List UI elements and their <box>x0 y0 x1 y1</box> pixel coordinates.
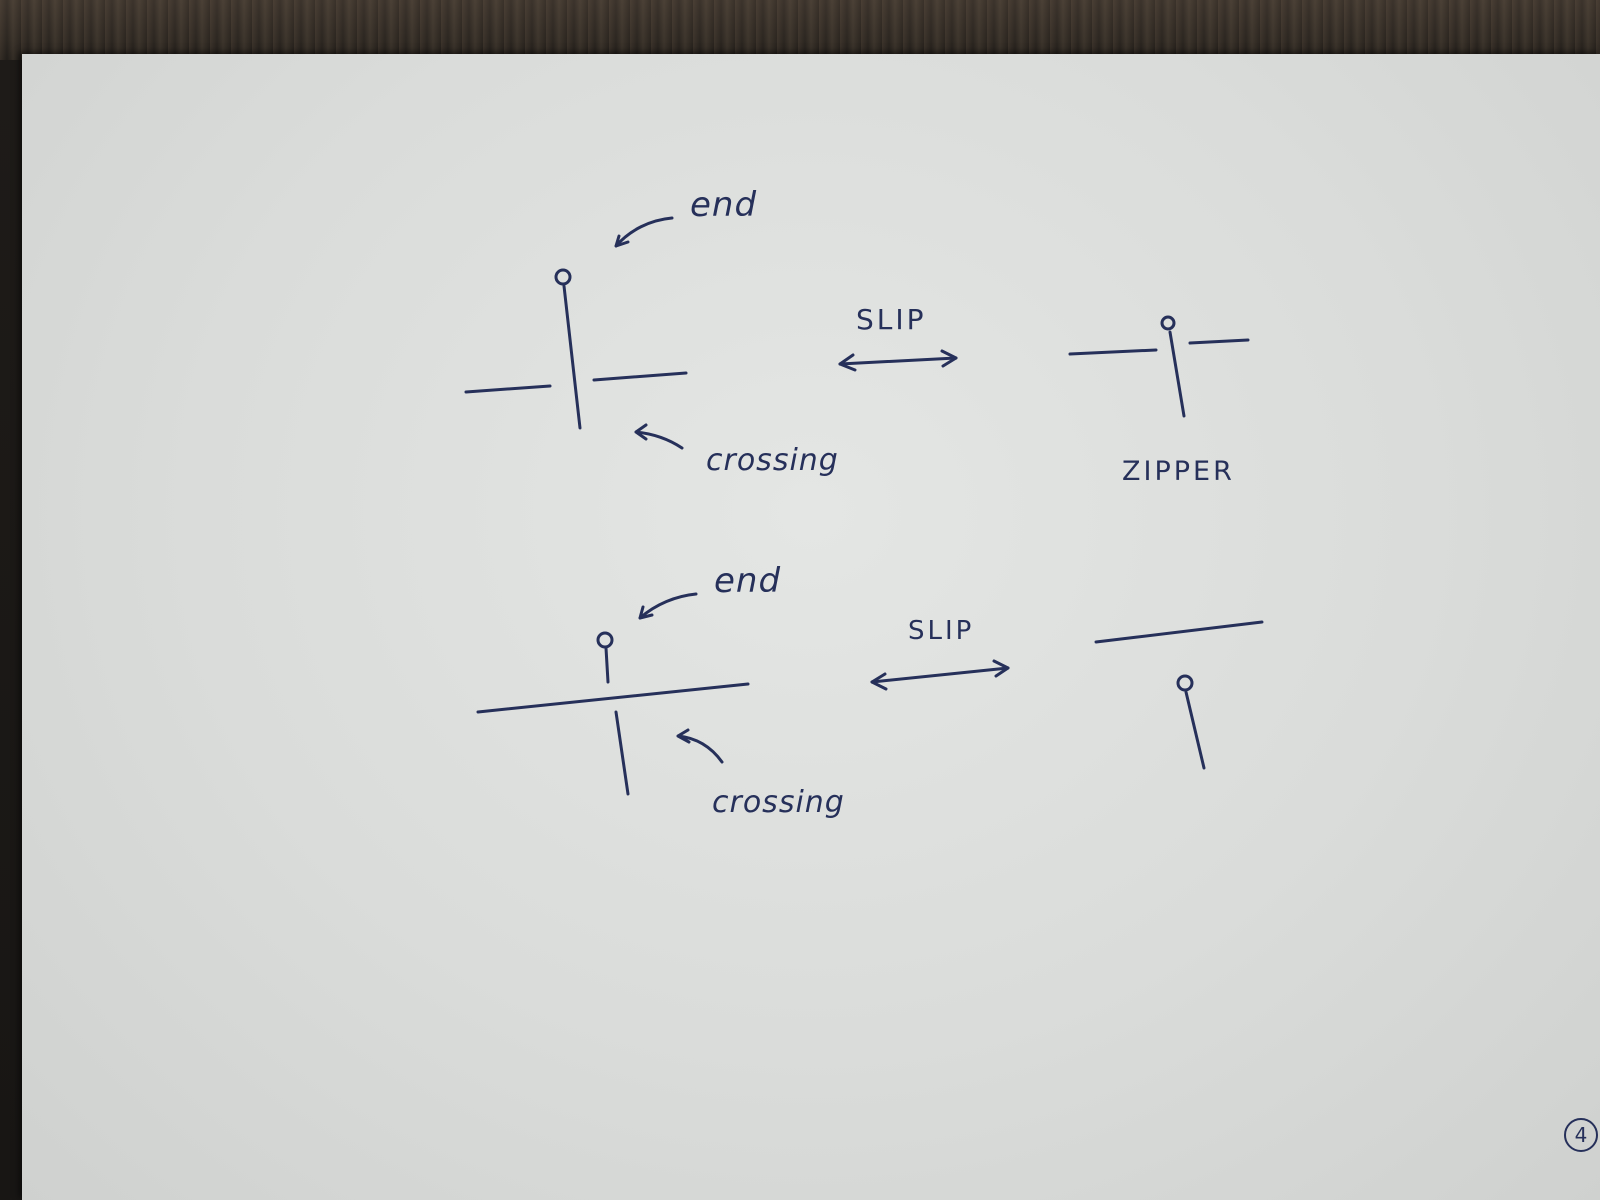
strand-end-marker <box>554 268 572 286</box>
diagram-1-before <box>464 216 688 450</box>
wood-grain <box>0 0 1600 60</box>
diagram-2-before <box>476 592 750 796</box>
double-arrow-head-right <box>940 349 958 368</box>
slip-label: SLIP <box>856 303 927 336</box>
zipper-strand-left <box>1068 348 1158 356</box>
crossing-label: crossing <box>706 443 839 478</box>
crossing-pointer-arrow <box>676 728 724 764</box>
lower-vertical-strand <box>614 710 630 796</box>
double-arrow-line <box>838 356 958 366</box>
vertical-strand <box>562 284 582 430</box>
horizontal-strand-right <box>592 371 688 382</box>
horizontal-strand <box>1094 620 1264 644</box>
upper-vertical-stub <box>604 646 610 684</box>
double-arrow-head-right <box>992 659 1010 678</box>
diagram-1-after <box>1068 315 1250 418</box>
slip-arrow-1 <box>838 349 958 372</box>
slip-arrow-2 <box>870 659 1010 691</box>
end-label: end <box>714 561 782 601</box>
zipper-strand-right <box>1188 338 1250 345</box>
double-arrow-line <box>870 666 1010 684</box>
paper-sheet <box>22 54 1600 1200</box>
diagram-2-after <box>1094 620 1264 770</box>
zipper-label: ZIPPER <box>1122 456 1235 487</box>
strand-end-marker <box>1176 674 1194 692</box>
end-label: end <box>690 185 758 225</box>
strand-end-marker <box>596 631 614 649</box>
slip-label: SLIP <box>908 616 975 646</box>
horizontal-strand <box>476 682 750 714</box>
page-number: 4 <box>1564 1118 1598 1152</box>
horizontal-strand-left <box>464 384 552 394</box>
zipper-vertical-strand <box>1168 330 1186 418</box>
double-arrow-head-left <box>870 672 888 691</box>
double-arrow-head-left <box>838 353 857 372</box>
zipper-end-marker <box>1160 315 1176 331</box>
end-pointer-arrow <box>638 592 698 620</box>
crossing-label: crossing <box>712 785 845 820</box>
crossing-pointer-arrow <box>634 423 684 450</box>
end-pointer-arrow <box>614 216 674 248</box>
vertical-strand <box>1184 690 1206 770</box>
